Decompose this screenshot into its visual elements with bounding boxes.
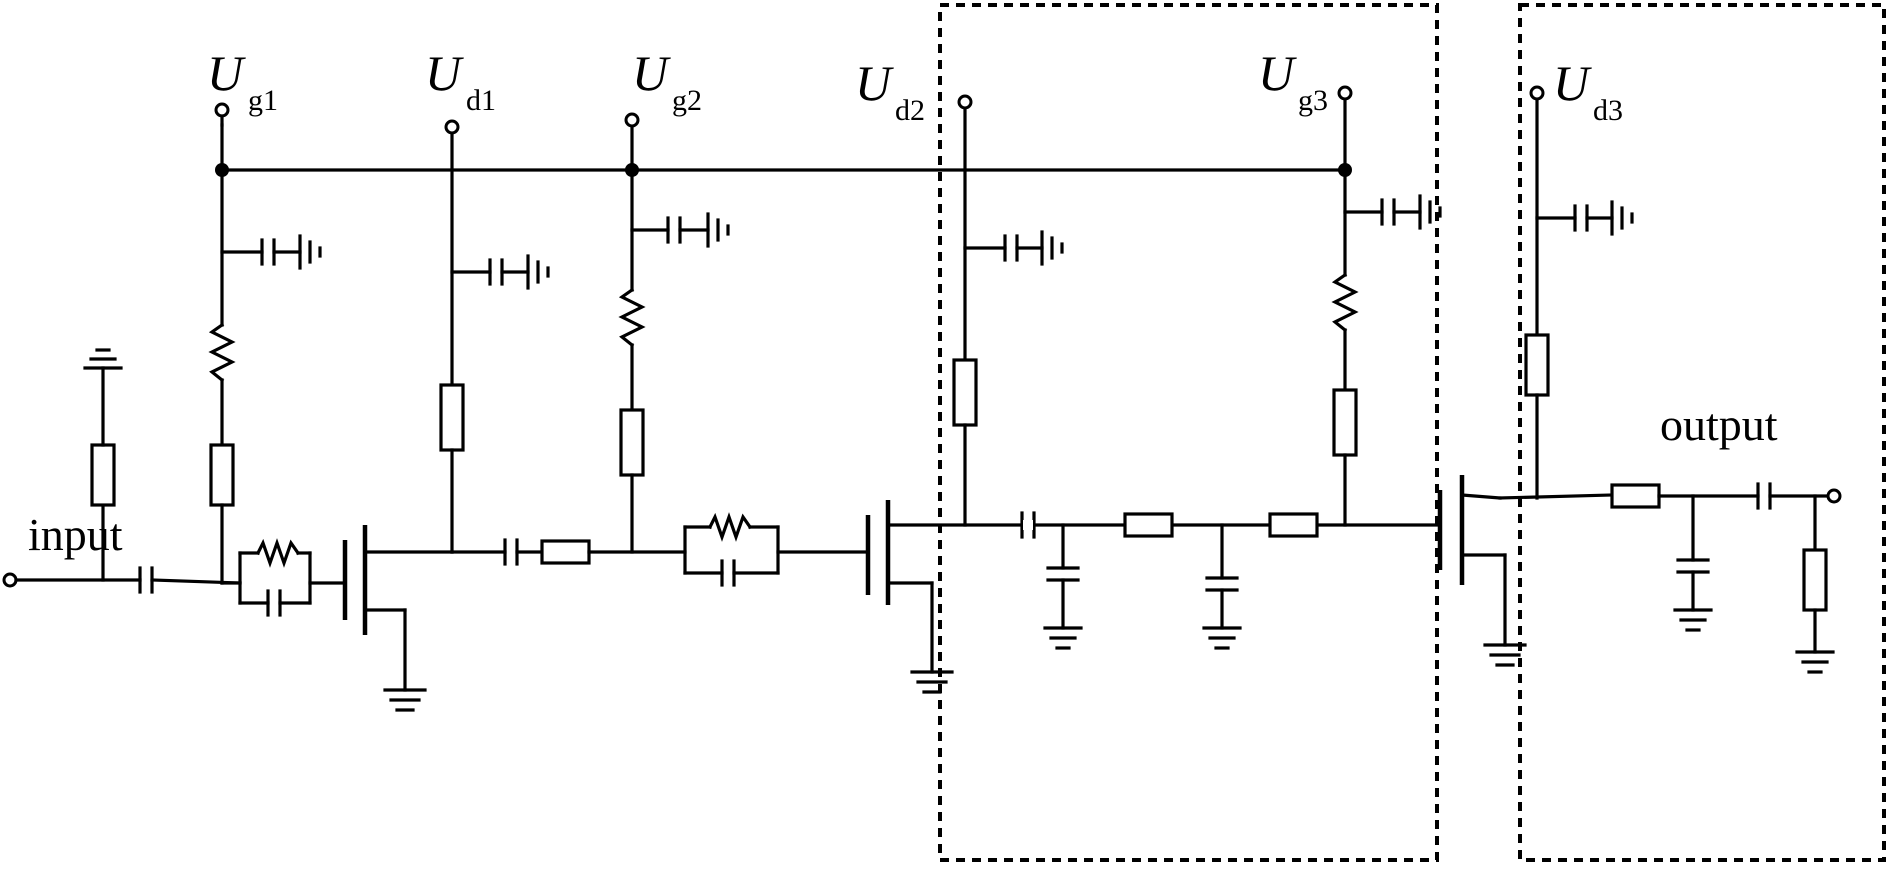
svg-text:d2: d2 <box>895 94 925 127</box>
label-ug2: U g2 <box>632 45 702 117</box>
dashed-region-output <box>1518 3 1886 862</box>
ud3-terminal <box>1529 85 1545 101</box>
ud2-terminal <box>957 94 973 110</box>
svg-text:U: U <box>207 45 246 101</box>
svg-text:U: U <box>1258 45 1297 101</box>
ug3-terminal <box>1337 85 1353 101</box>
label-ug3: U g3 <box>1258 45 1328 117</box>
label-ud2: U d2 <box>855 55 925 127</box>
label-ud3: U d3 <box>1553 55 1623 127</box>
svg-text:d3: d3 <box>1593 94 1623 127</box>
stage2-gate-bias <box>618 123 730 554</box>
interstage-1-2 <box>450 512 870 587</box>
stage3-drain-bias <box>1524 98 1634 500</box>
stage1-input-rc <box>220 538 347 617</box>
svg-text:U: U <box>632 45 671 101</box>
label-ug1: U g1 <box>207 45 278 117</box>
svg-text:d1: d1 <box>466 84 496 117</box>
output-label: output <box>1660 399 1778 450</box>
output-network <box>1498 482 1842 674</box>
input-port <box>2 566 242 594</box>
stage1-drain-bias <box>439 123 550 554</box>
dashed-region-interstage <box>938 3 1439 862</box>
ug1-terminal <box>214 102 230 118</box>
transistor-3 <box>1437 475 1527 667</box>
svg-text:g3: g3 <box>1298 84 1328 117</box>
stage2-drain-bias <box>952 108 1064 527</box>
svg-text:U: U <box>425 45 464 101</box>
svg-text:g2: g2 <box>672 84 702 117</box>
ud1-terminal <box>444 119 460 135</box>
svg-text:g1: g1 <box>248 84 278 117</box>
transistor-1 <box>342 525 454 712</box>
stage1-gate-bias <box>208 123 322 585</box>
input-shunt-stub <box>83 348 123 582</box>
svg-text:U: U <box>1553 55 1592 111</box>
ug2-terminal <box>624 112 640 128</box>
svg-text:U: U <box>855 55 894 111</box>
interstage-2-3-matching <box>1020 511 1319 650</box>
label-ud1: U d1 <box>425 45 496 117</box>
input-label: input <box>28 509 123 560</box>
stage3-gate-bias <box>1331 98 1442 527</box>
